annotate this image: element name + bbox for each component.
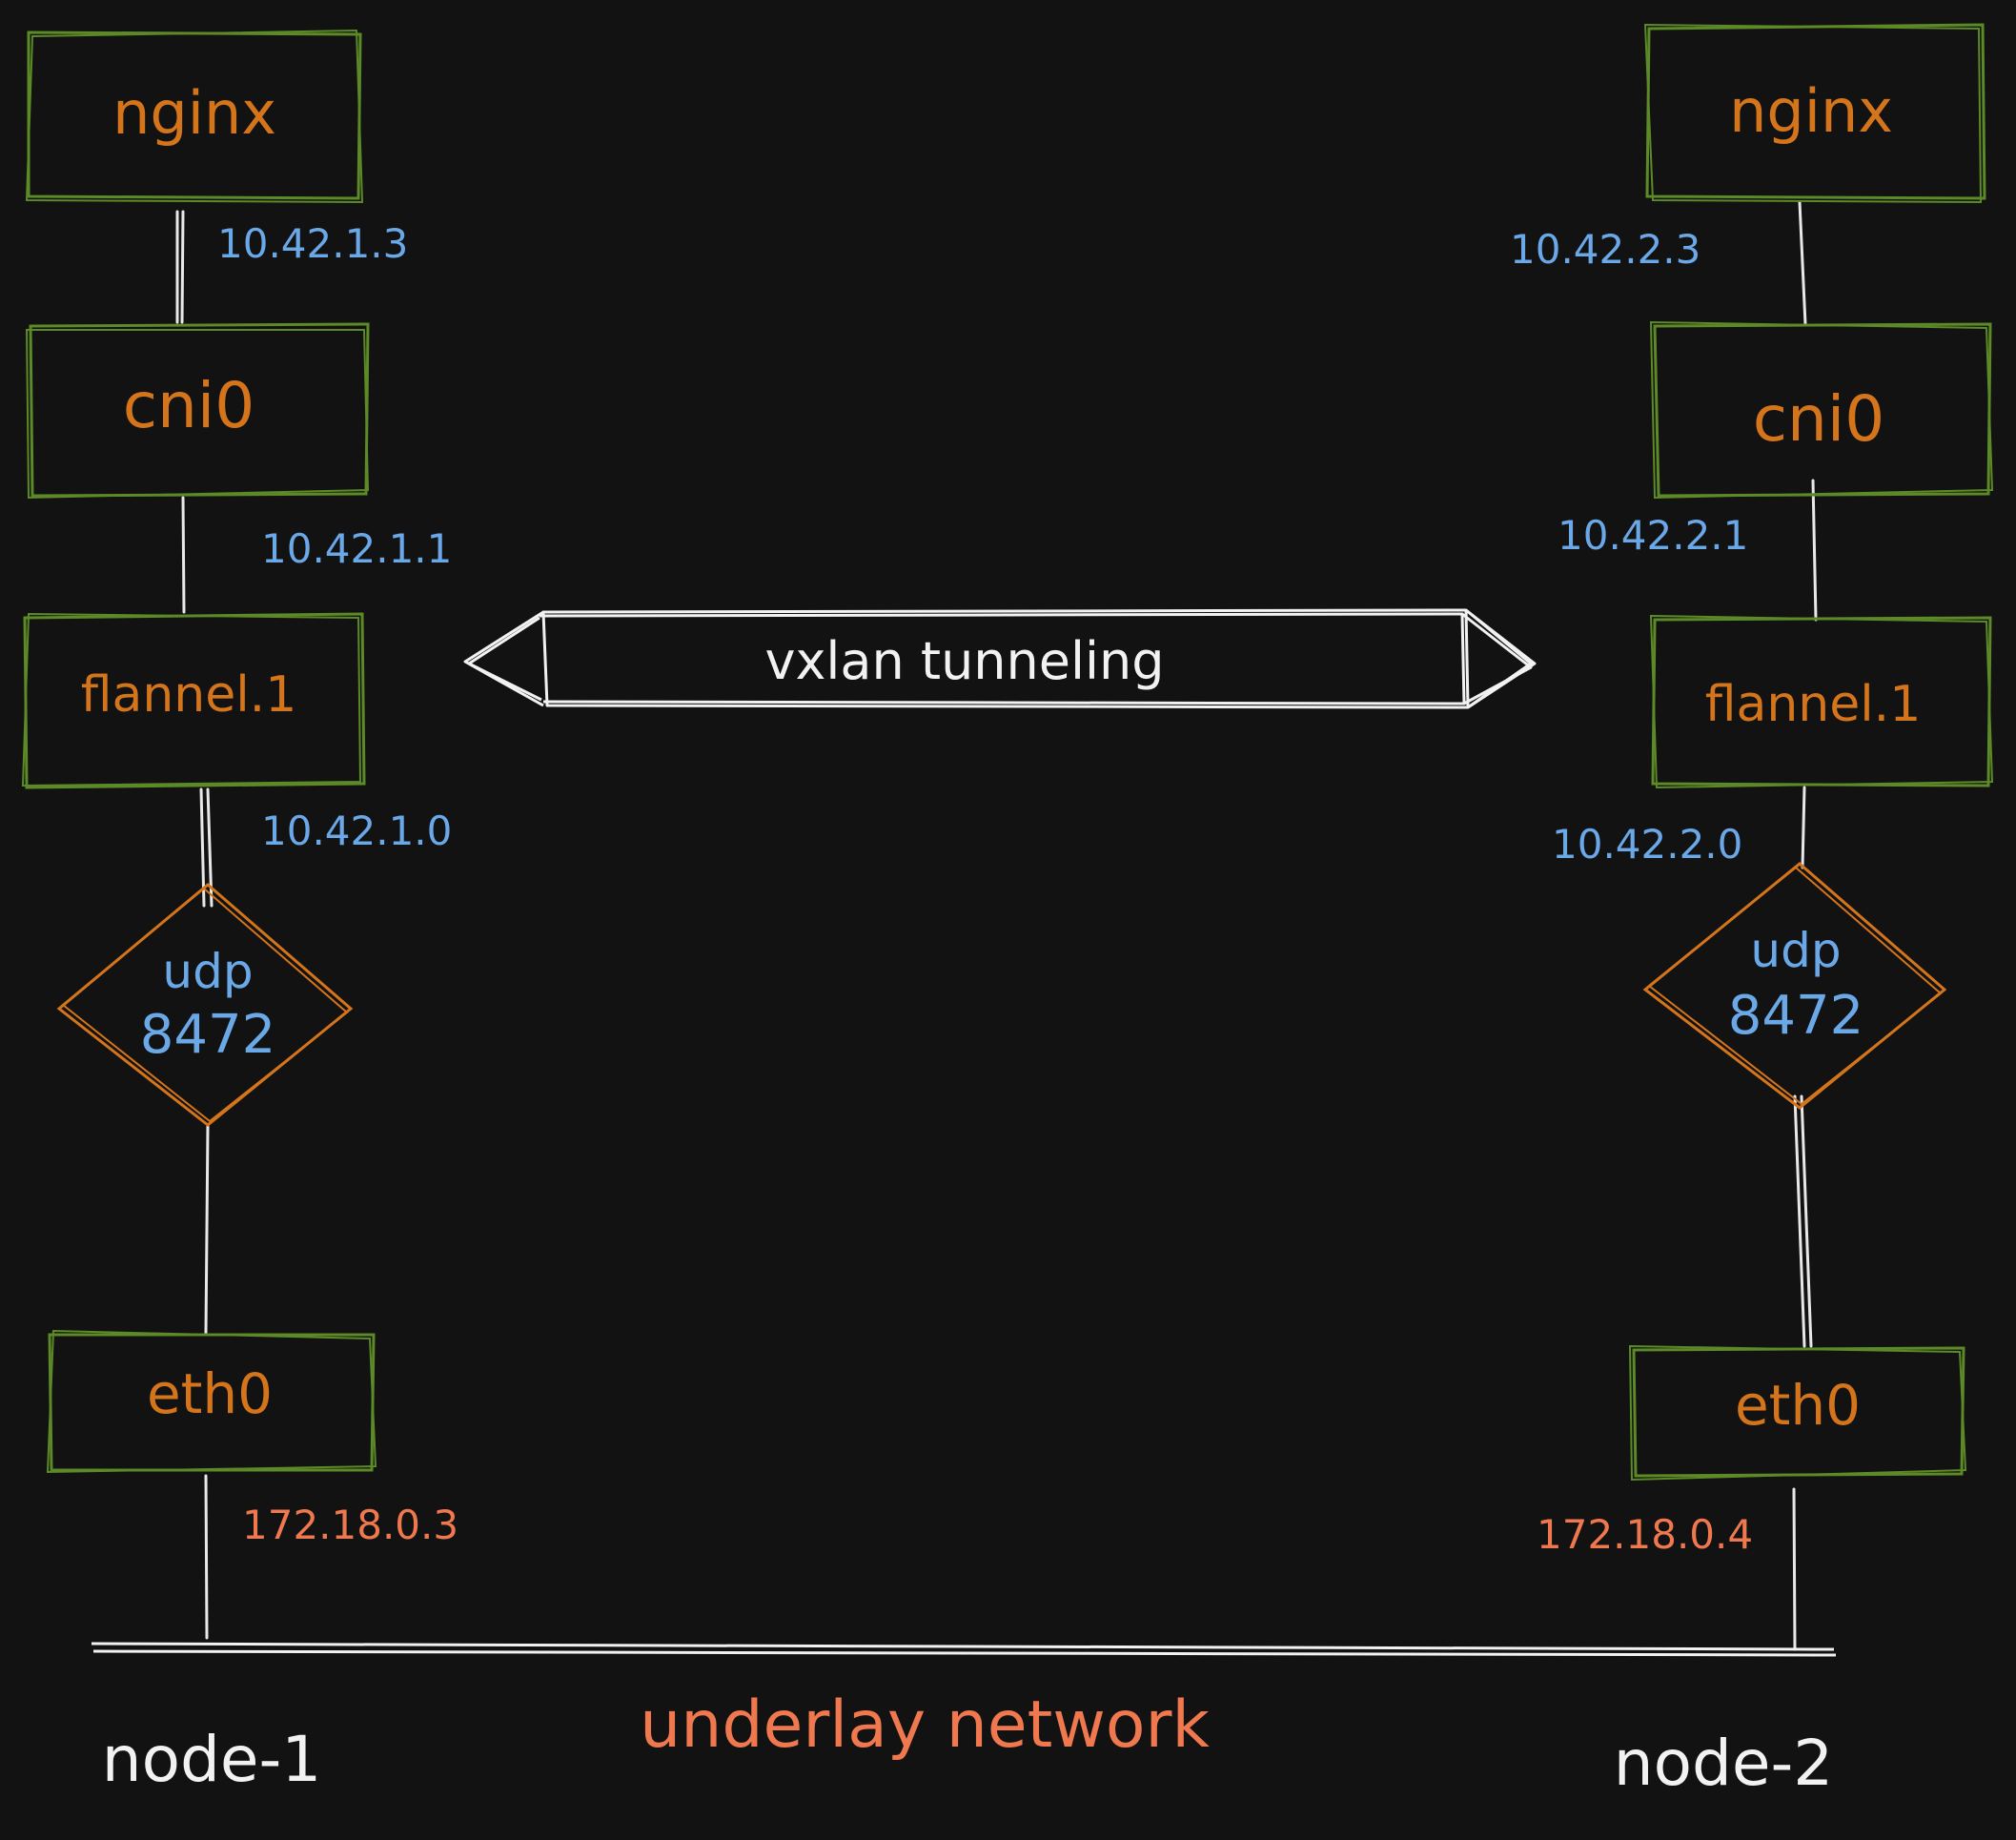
node2-nginx-box — [1645, 23, 1986, 200]
node2-flannel-box — [1651, 616, 1992, 787]
node2-nginx-ip: 10.42.2.3 — [1510, 226, 1700, 273]
node2-flannel-ip: 10.42.2.0 — [1552, 821, 1742, 868]
node2-eth0-box — [1632, 1346, 1965, 1478]
node1-link-flannel-udp — [199, 787, 206, 908]
node2-udp-label: udp — [1750, 923, 1841, 978]
node1-eth0-box — [48, 1333, 376, 1472]
node-2-stack — [1628, 23, 1994, 1651]
node1-flannel-box — [23, 612, 366, 789]
tunnel-arrow-left-head — [463, 610, 544, 707]
node2-udp-port: 8472 — [1728, 985, 1864, 1047]
node2-link-eth0-underlay — [1792, 1487, 1797, 1651]
node1-cni0-label: cni0 — [123, 369, 255, 442]
node1-nginx-label: nginx — [112, 78, 276, 148]
vxlan-tunnel-arrow — [463, 608, 1537, 709]
node1-link-udp-eth0 — [204, 1123, 210, 1335]
node2-cni0-ip: 10.42.2.1 — [1558, 512, 1748, 559]
node1-eth0-ip: 172.18.0.3 — [242, 1502, 458, 1548]
node2-eth0-label: eth0 — [1735, 1373, 1861, 1438]
node2-cni0-box — [1653, 322, 1992, 498]
node2-link-udp-eth0 — [1800, 1094, 1813, 1348]
node1-udp-port: 8472 — [140, 1004, 276, 1066]
node-1-stack — [21, 29, 377, 1640]
node1-name: node-1 — [102, 1723, 322, 1796]
node2-name: node-2 — [1614, 1727, 1834, 1800]
underlay-network-line — [91, 1642, 1837, 1657]
tunnel-label: vxlan tunneling — [765, 631, 1165, 691]
node2-link-cni0-flannel — [1811, 479, 1818, 622]
node2-link-flannel-udp — [1801, 786, 1806, 869]
node2-flannel-label: flannel.1 — [1705, 676, 1922, 733]
underlay-label: underlay network — [640, 1687, 1210, 1763]
node2-cni0-label: cni0 — [1753, 382, 1884, 456]
node1-cni0-box — [29, 322, 370, 498]
node1-flannel-label: flannel.1 — [81, 666, 297, 724]
node2-nginx-label: nginx — [1729, 76, 1893, 146]
node1-flannel-ip: 10.42.1.0 — [261, 808, 452, 854]
node2-eth0-ip: 172.18.0.4 — [1537, 1511, 1753, 1558]
node2-link-nginx-cni0 — [1798, 200, 1807, 326]
node1-cni0-ip: 10.42.1.1 — [261, 525, 452, 572]
node1-link-eth0-underlay — [204, 1474, 209, 1640]
node1-udp-label: udp — [162, 944, 253, 999]
node1-link-cni0-flannel — [181, 496, 186, 614]
node1-eth0-label: eth0 — [147, 1361, 273, 1426]
node1-nginx-ip: 10.42.1.3 — [217, 220, 408, 267]
